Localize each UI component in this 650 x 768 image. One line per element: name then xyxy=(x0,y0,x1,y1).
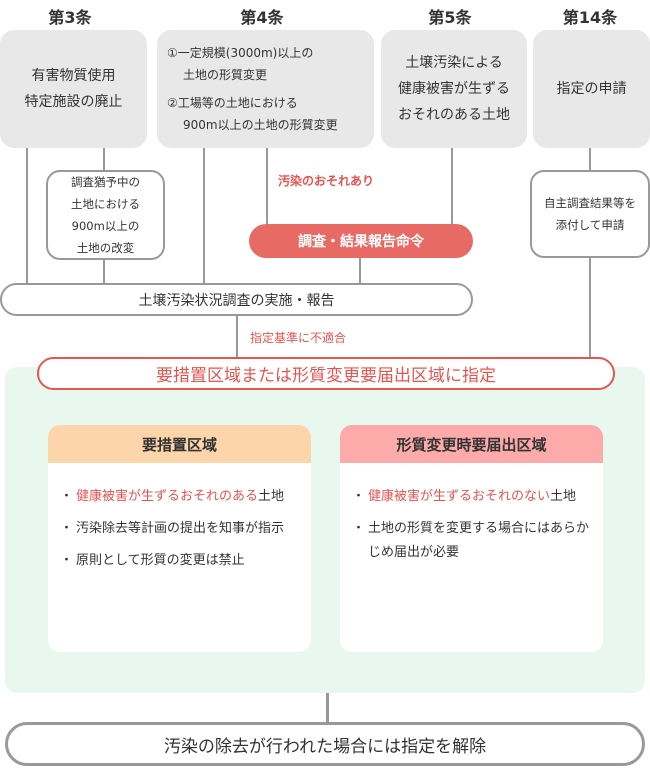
list-item: 健康被害が生ずるおそれのある土地 xyxy=(60,485,301,509)
text: ②工場等の土地における xyxy=(167,96,298,110)
header-art3: 第3条 xyxy=(48,8,92,27)
card-notification-area: 形質変更時要届出区域 健康被害が生ずるおそれのない土地 土地の形質を変更する場合… xyxy=(340,425,603,652)
header-art5: 第5条 xyxy=(428,8,472,27)
text: 土地の形質変更 xyxy=(183,68,268,82)
text: 土壌汚染による xyxy=(405,55,503,71)
list-item: 健康被害が生ずるおそれのない土地 xyxy=(352,485,593,509)
box-art14-sub: 自主調査結果等を添付して申請 xyxy=(530,170,650,258)
header-art14: 第14条 xyxy=(562,8,618,27)
text: 添付して申請 xyxy=(555,218,625,232)
box-art4: ①一定規模(3000m)以上の 土地の形質変更 ②工場等の土地における 900m… xyxy=(157,30,374,148)
list-item: 原則として形質の変更は禁止 xyxy=(60,549,301,573)
box-art3: 有害物質使用特定施設の廃止 xyxy=(0,30,147,148)
connector xyxy=(26,148,28,283)
text: ①一定規模(3000m)以上の xyxy=(167,46,314,60)
text: 原則として形質の変更は禁止 xyxy=(76,553,245,568)
text: おそれのある土地 xyxy=(398,107,510,123)
nonconform-label: 指定基準に不適合 xyxy=(250,331,347,345)
risk-label: 汚染のおそれあり xyxy=(278,174,375,188)
text: 900m以上の xyxy=(71,219,140,233)
header-art4: 第4条 xyxy=(240,8,284,27)
text: 健康被害が生ずる xyxy=(398,81,510,97)
text: 土地の形質を変更する場合にはあらかじめ届出が必要 xyxy=(368,521,590,560)
connector xyxy=(236,316,238,358)
text: 土地の改変 xyxy=(76,241,135,255)
list-item: 土地の形質を変更する場合にはあらかじめ届出が必要 xyxy=(352,517,593,565)
box-art5: 土壌汚染による健康被害が生ずるおそれのある土地 xyxy=(381,30,527,148)
card-title: 形質変更時要届出区域 xyxy=(340,425,603,463)
release-pill: 汚染の除去が行われた場合には指定を解除 xyxy=(5,722,645,766)
text: 900m以上の土地の形質変更 xyxy=(183,118,338,132)
list-item: 汚染除去等計画の提出を知事が指示 xyxy=(60,517,301,541)
text: 土地 xyxy=(258,489,285,504)
text: 健康被害が生ずるおそれのある xyxy=(76,489,259,504)
text: 自主調査結果等を xyxy=(544,196,636,210)
card-title: 要措置区域 xyxy=(48,425,311,463)
designation-pill: 要措置区域または形質変更要届出区域に指定 xyxy=(37,357,615,390)
text: 健康被害が生ずるおそれのない xyxy=(368,489,551,504)
box-art3-sub: 調査猶予中の土地における 900m以上の土地の改変 xyxy=(46,170,165,260)
text: 土地における xyxy=(71,197,140,211)
connector xyxy=(326,690,329,723)
survey-pill: 土壌汚染状況調査の実施・報告 xyxy=(0,283,473,316)
text: 汚染除去等計画の提出を知事が指示 xyxy=(76,521,285,536)
text: 土地 xyxy=(550,489,577,504)
connector xyxy=(203,148,205,283)
order-pill: 調査・結果報告命令 xyxy=(249,224,473,258)
text: 特定施設の廃止 xyxy=(24,94,123,110)
card-action-area: 要措置区域 健康被害が生ずるおそれのある土地 汚染除去等計画の提出を知事が指示 … xyxy=(48,425,311,652)
text: 有害物質使用 xyxy=(31,68,116,84)
text: 調査猶予中の xyxy=(71,175,140,189)
connector xyxy=(451,148,453,226)
connector xyxy=(266,148,268,226)
box-art14: 指定の申請 xyxy=(533,30,650,148)
connector xyxy=(359,256,361,284)
